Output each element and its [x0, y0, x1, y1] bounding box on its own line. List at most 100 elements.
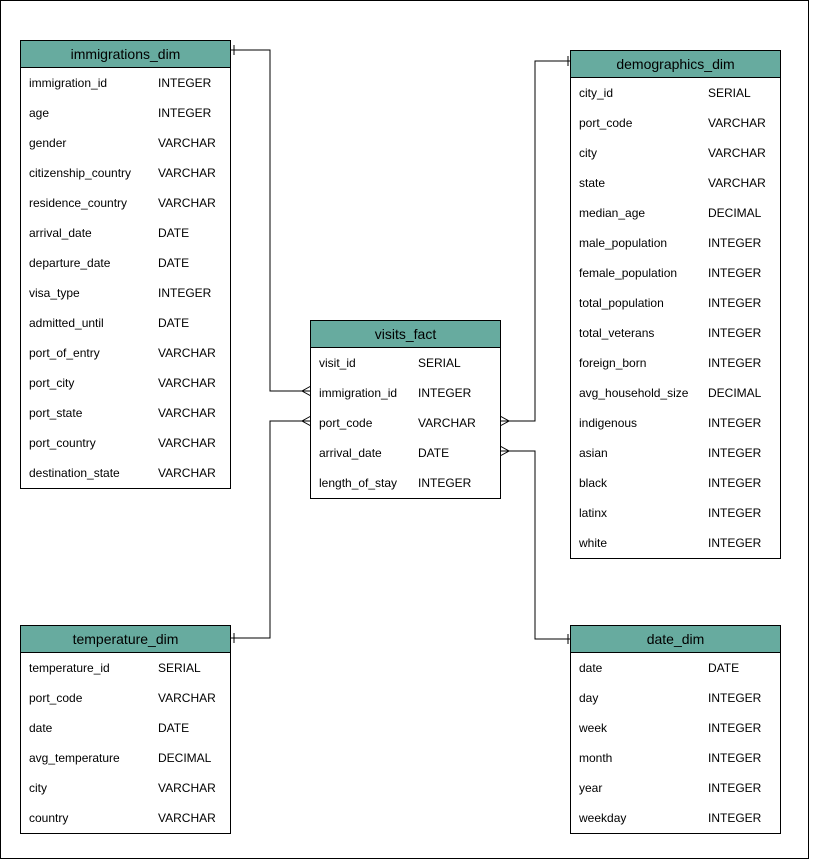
field-name: date	[579, 661, 603, 675]
field-name: indigenous	[579, 416, 638, 430]
field-row: immigration_id INTEGER	[311, 378, 500, 408]
field-type: INTEGER	[708, 416, 762, 430]
field-type: DATE	[158, 226, 190, 240]
field-name: black	[579, 476, 608, 490]
field-type: VARCHAR	[418, 416, 476, 430]
field-name: day	[579, 691, 599, 705]
field-name: destination_state	[29, 466, 120, 480]
field-type: VARCHAR	[708, 116, 766, 130]
field-type: VARCHAR	[158, 811, 216, 825]
field-type: VARCHAR	[158, 781, 216, 795]
field-name: foreign_born	[579, 356, 647, 370]
field-row: visa_type INTEGER	[21, 278, 230, 308]
field-type: VARCHAR	[158, 346, 216, 360]
field-name: immigration_id	[319, 386, 398, 400]
field-type: INTEGER	[418, 386, 472, 400]
table-title: immigrations_dim	[21, 41, 230, 68]
field-type: VARCHAR	[158, 436, 216, 450]
field-row: arrival_date DATE	[21, 218, 230, 248]
field-row: black INTEGER	[571, 468, 780, 498]
field-name: residence_country	[29, 196, 128, 210]
field-row: destination_state VARCHAR	[21, 458, 230, 488]
field-type: INTEGER	[708, 356, 762, 370]
field-type: SERIAL	[708, 86, 751, 100]
field-type: VARCHAR	[708, 176, 766, 190]
field-row: port_code VARCHAR	[571, 108, 780, 138]
field-name: visa_type	[29, 286, 80, 300]
field-type: VARCHAR	[708, 146, 766, 160]
field-type: VARCHAR	[158, 406, 216, 420]
field-row: residence_country VARCHAR	[21, 188, 230, 218]
field-name: female_population	[579, 266, 678, 280]
table-title: date_dim	[571, 626, 780, 653]
field-name: port_city	[29, 376, 75, 390]
field-type: INTEGER	[158, 76, 212, 90]
field-type: INTEGER	[708, 446, 762, 460]
field-name: age	[29, 106, 50, 120]
field-name: date	[29, 721, 53, 735]
field-name: white	[579, 536, 608, 550]
field-row: foreign_born INTEGER	[571, 348, 780, 378]
field-name: arrival_date	[29, 226, 92, 240]
field-name: asian	[579, 446, 608, 460]
field-type: INTEGER	[708, 781, 762, 795]
field-row: immigration_id INTEGER	[21, 68, 230, 98]
field-type: DATE	[158, 316, 190, 330]
field-name: state	[579, 176, 606, 190]
field-name: citizenship_country	[29, 166, 132, 180]
field-type: VARCHAR	[158, 691, 216, 705]
field-type: INTEGER	[708, 236, 762, 250]
field-type: INTEGER	[708, 691, 762, 705]
field-type: INTEGER	[708, 476, 762, 490]
field-type: DECIMAL	[708, 206, 762, 220]
field-name: port_state	[29, 406, 83, 420]
field-name: latinx	[579, 506, 608, 520]
field-type: VARCHAR	[158, 376, 216, 390]
field-name: port_code	[579, 116, 633, 130]
link-demographics-visits	[499, 56, 571, 427]
field-name: city	[29, 781, 47, 795]
field-name: immigration_id	[29, 76, 108, 90]
field-name: weekday	[579, 811, 627, 825]
field-name: departure_date	[29, 256, 111, 270]
link-date-visits	[499, 445, 571, 644]
field-row: city VARCHAR	[21, 773, 230, 803]
field-row: state VARCHAR	[571, 168, 780, 198]
field-name: month	[579, 751, 613, 765]
field-name: median_age	[579, 206, 646, 220]
field-type: SERIAL	[418, 356, 461, 370]
field-type: VARCHAR	[158, 196, 216, 210]
table-title: visits_fact	[311, 321, 500, 348]
field-type: VARCHAR	[158, 466, 216, 480]
field-type: INTEGER	[158, 286, 212, 300]
field-row: port_city VARCHAR	[21, 368, 230, 398]
field-name: arrival_date	[319, 446, 382, 460]
